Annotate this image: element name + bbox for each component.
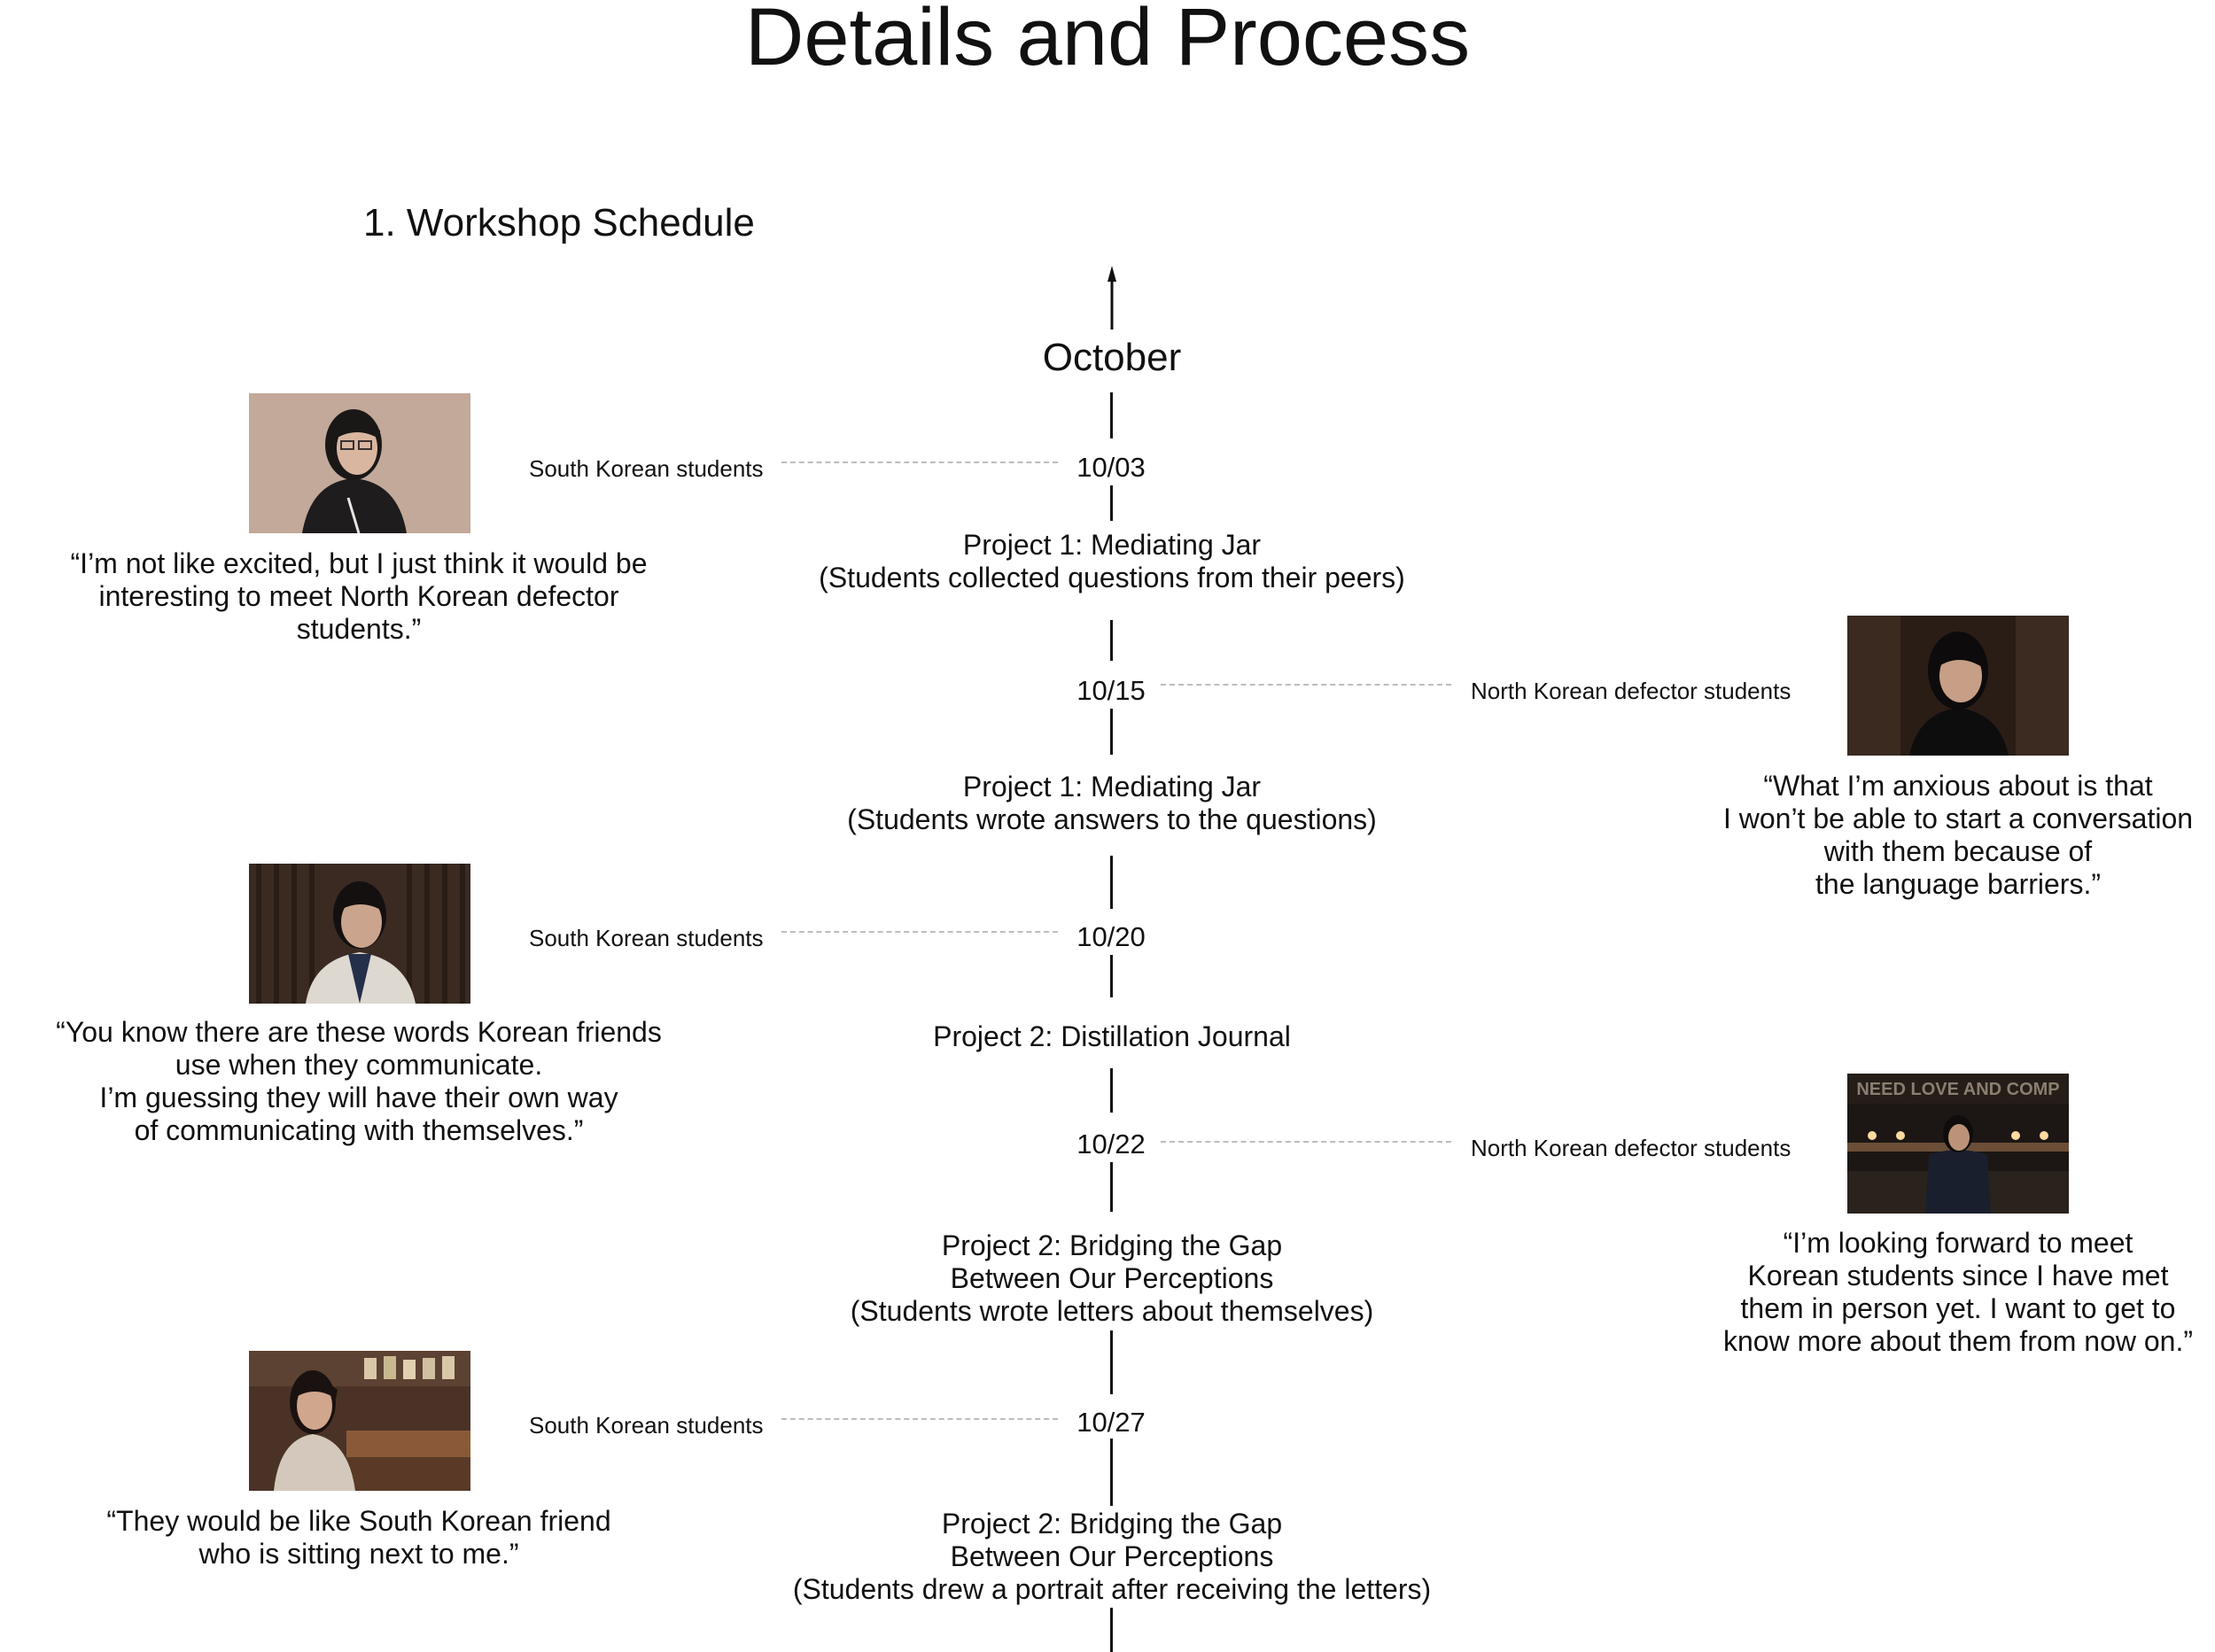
timeline-event: Project 2: Distillation Journal: [933, 1020, 1291, 1052]
timeline-segment: [1110, 1608, 1113, 1652]
quote-text: “You know there are these words Korean f…: [56, 1016, 662, 1146]
connector-line: [1161, 684, 1451, 686]
section-heading: 1. Workshop Schedule: [363, 201, 755, 244]
timeline-segment: [1110, 1439, 1113, 1506]
timeline-segment: [1110, 955, 1113, 997]
timeline-date: 10/22: [1076, 1128, 1146, 1160]
timeline-segment: [1110, 1330, 1113, 1394]
quote-text: “They would be like South Korean friend …: [106, 1505, 611, 1570]
timeline-date: 10/27: [1076, 1407, 1146, 1438]
photo-sign-text: NEED LOVE AND COMP: [1856, 1080, 2059, 1099]
group-label: South Korean students: [529, 1412, 764, 1439]
group-label: North Korean defector students: [1471, 678, 1791, 704]
connector-line: [781, 1418, 1058, 1420]
timeline-event: Project 2: Bridging the Gap Between Our …: [850, 1229, 1374, 1327]
timeline-segment: [1110, 620, 1113, 661]
page-title: Details and Process: [744, 0, 1471, 82]
student-photo-2: [1847, 616, 2069, 756]
quote-text: “I’m not like excited, but I just think …: [70, 547, 648, 645]
student-photo-4: NEED LOVE AND COMP: [1847, 1074, 2069, 1214]
student-photo-3: [249, 864, 470, 1004]
timeline-date: 10/20: [1076, 921, 1146, 952]
timeline-segment: [1110, 856, 1113, 909]
timeline-event: Project 2: Bridging the Gap Between Our …: [792, 1508, 1432, 1605]
timeline-segment: [1110, 1162, 1113, 1212]
quote-text: “What I’m anxious about is that I won’t …: [1722, 770, 2194, 900]
connector-line: [781, 931, 1058, 933]
student-photo-5: [249, 1351, 470, 1491]
student-photo-1: [249, 393, 470, 533]
connector-line: [781, 461, 1058, 463]
month-label: October: [1042, 336, 1182, 379]
timeline-date: 10/03: [1076, 452, 1146, 483]
timeline-arrow-icon: [1108, 266, 1116, 330]
timeline-segment: [1110, 1068, 1113, 1113]
group-label: South Korean students: [529, 455, 764, 482]
timeline-segment: [1110, 709, 1113, 755]
timeline-segment: [1110, 392, 1113, 438]
group-label: North Korean defector students: [1471, 1135, 1791, 1161]
timeline-event: Project 1: Mediating Jar (Students colle…: [819, 529, 1405, 593]
group-label: South Korean students: [529, 925, 764, 951]
timeline-date: 10/15: [1076, 675, 1146, 706]
quote-text: “I’m looking forward to meet Korean stud…: [1722, 1227, 2193, 1357]
timeline-event: Project 1: Mediating Jar (Students wrote…: [847, 771, 1377, 835]
timeline-segment: [1110, 485, 1113, 521]
connector-line: [1161, 1141, 1451, 1143]
